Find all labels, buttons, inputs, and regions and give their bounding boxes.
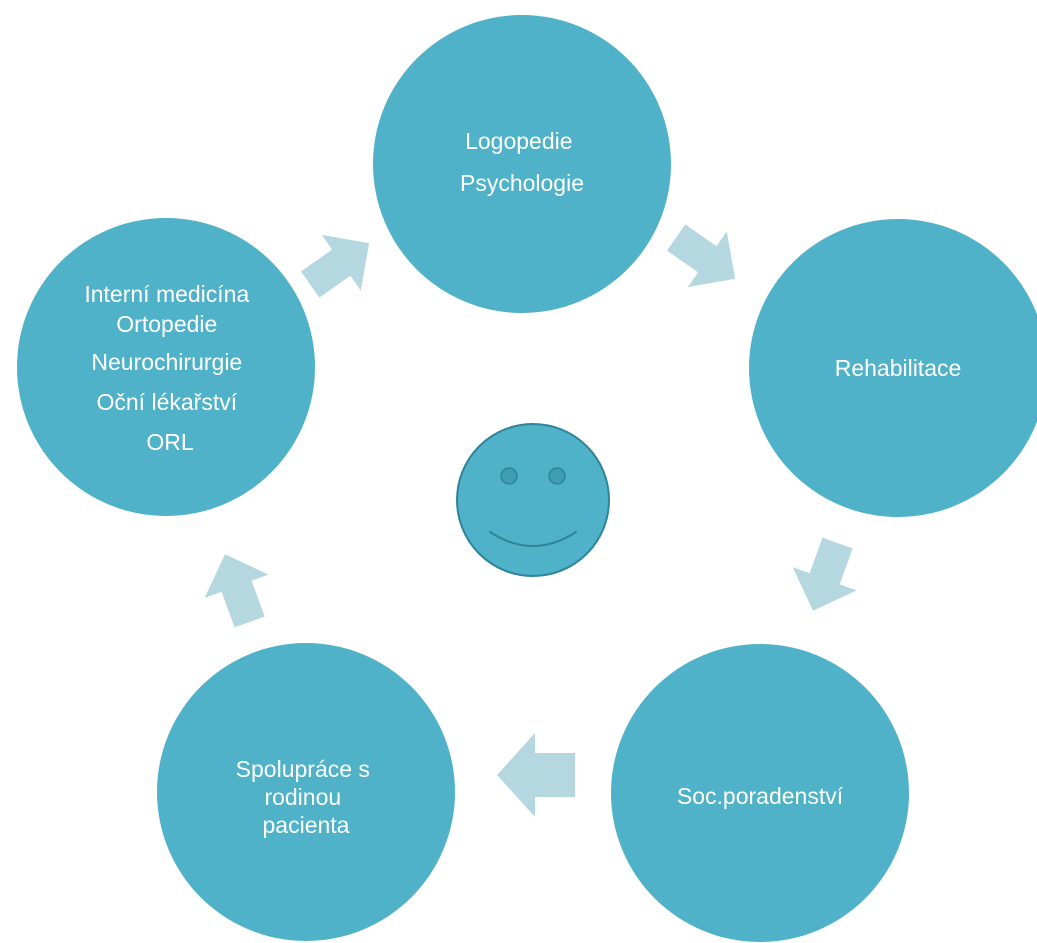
svg-text:Soc.poradenství: Soc.poradenství [677, 783, 844, 809]
svg-text:Spolupráce s rodinou: Spolupráce s rodinou pacienta [236, 756, 377, 838]
node-left-line: Ortopedie [116, 311, 217, 337]
node-right: Rehabilitace [749, 219, 1037, 517]
node-bottom-right: Soc.poradenství [611, 644, 909, 942]
node-bottom-right-line: Soc.poradenství [677, 783, 844, 809]
svg-text:Interní medicína Ortop: Interní medicína Ortopedie Neurochirurgi… [84, 281, 255, 455]
smiley-mouth [489, 531, 577, 547]
node-left-line: Interní medicína [84, 281, 249, 307]
node-left-line: Oční lékařství [97, 389, 238, 415]
nodes: Logopedie Psychologie Rehabilitace Soc.p… [17, 15, 1037, 942]
smiley-face [456, 423, 610, 577]
cycle-arrow-icon [204, 554, 269, 628]
cycle-arrow-icon [497, 733, 575, 817]
smiley-left-eye [500, 467, 518, 485]
node-bottom-left-line: pacienta [263, 812, 350, 838]
smiley-face-icon [456, 423, 610, 577]
node-left-line: Neurochirurgie [91, 349, 242, 375]
node-top-line: Psychologie [460, 170, 584, 196]
node-bottom-left-line: Spolupráce s [236, 756, 370, 782]
cycle-arrow-icon [792, 537, 857, 611]
smiley-right-eye [548, 467, 566, 485]
node-bottom-left: Spolupráce s rodinou pacienta [157, 643, 455, 941]
arrows [204, 224, 857, 817]
node-top: Logopedie Psychologie [373, 15, 671, 313]
node-bottom-left-line: rodinou [264, 784, 341, 810]
svg-text:Logopedie Psychologie: Logopedie Psychologie [460, 128, 584, 196]
cycle-arrow-icon [300, 234, 370, 298]
node-left: Interní medicína Ortopedie Neurochirurgi… [17, 218, 315, 516]
cycle-arrow-icon [666, 224, 736, 288]
svg-text:Rehabilitace: Rehabilitace [835, 355, 962, 381]
node-right-line: Rehabilitace [835, 355, 962, 381]
node-left-line: ORL [146, 429, 194, 455]
node-top-line: Logopedie [465, 128, 572, 154]
